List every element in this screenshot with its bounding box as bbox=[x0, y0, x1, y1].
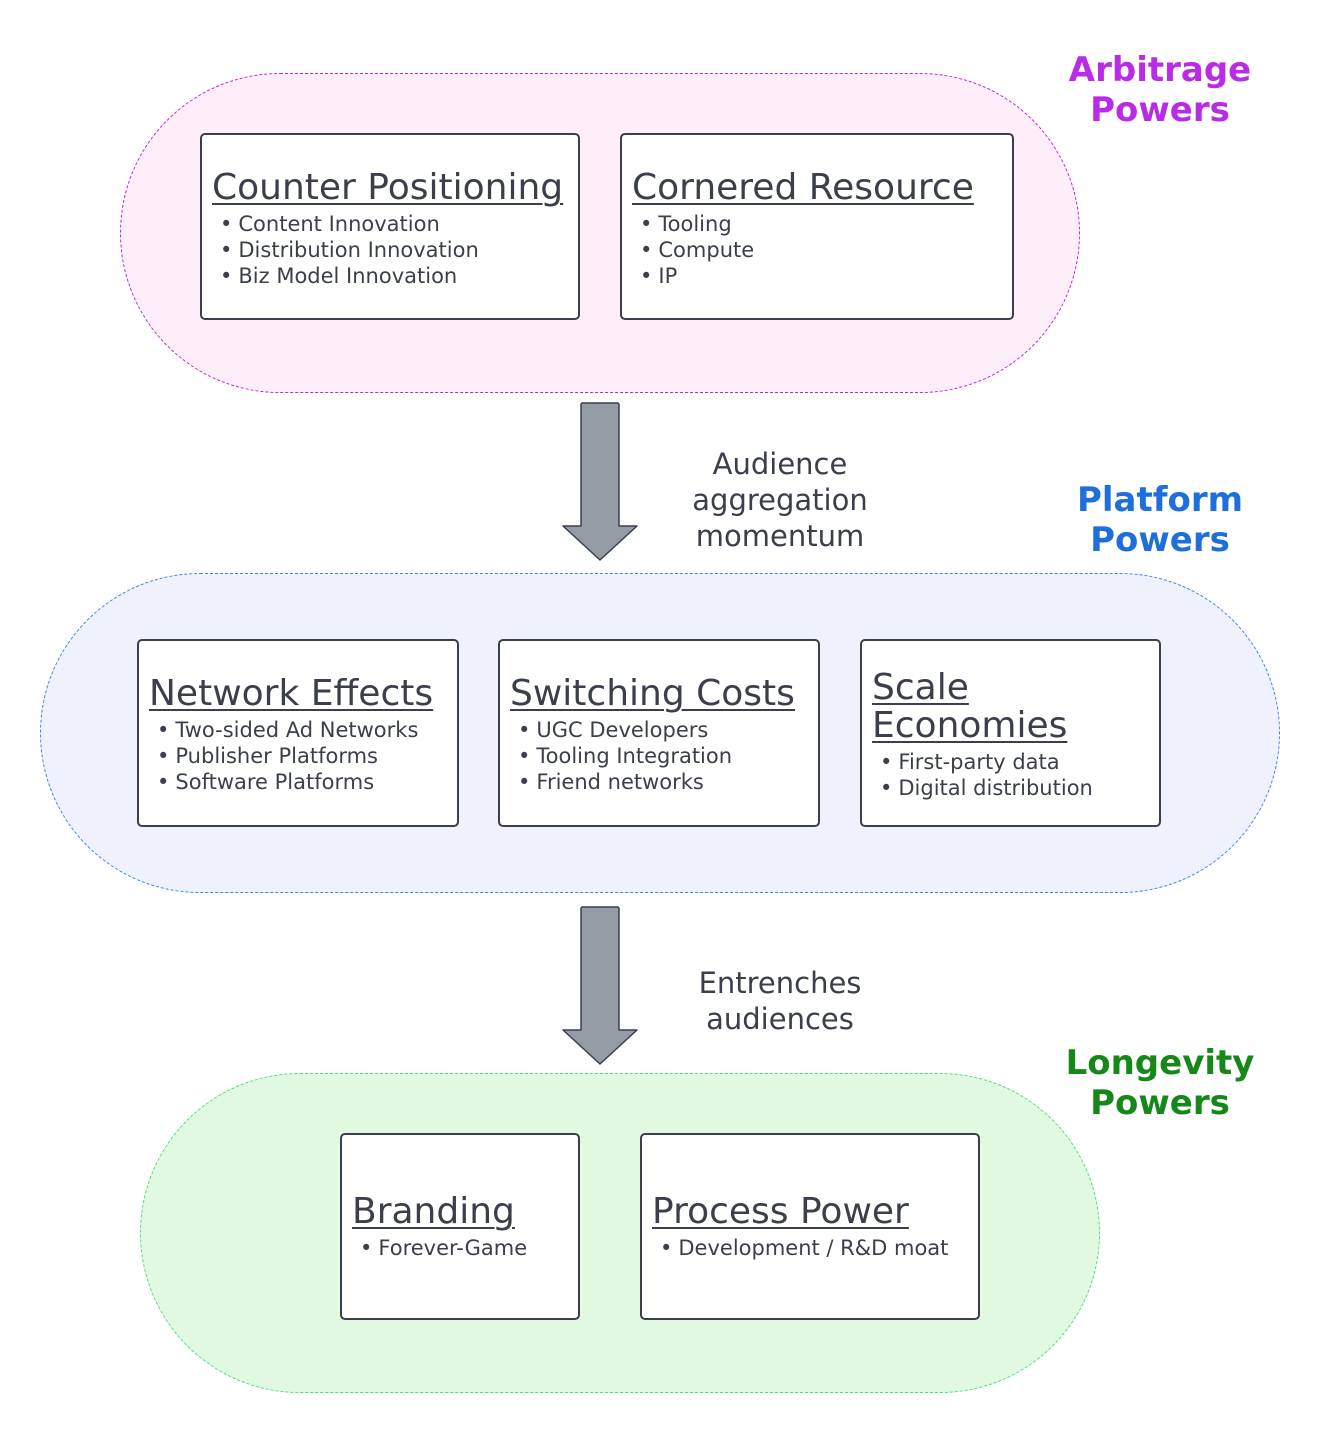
list-item: •UGC Developers bbox=[518, 718, 709, 742]
list-item: •Friend networks bbox=[518, 770, 704, 794]
arbitrage-powers-label: Arbitrage Powers bbox=[1030, 50, 1290, 130]
list-item: •Forever-Game bbox=[360, 1236, 528, 1260]
edge-label-audience-aggregation: Audience aggregation momentum bbox=[692, 447, 868, 553]
list-item: •First-party data bbox=[880, 750, 1060, 774]
card-counter-positioning[interactable]: Counter Positioning •Content Innovation … bbox=[200, 133, 580, 320]
list-item: •Compute bbox=[640, 238, 755, 262]
down-arrow-icon bbox=[562, 906, 638, 1065]
card-title: Cornered Resource bbox=[632, 167, 974, 208]
card-title: Network Effects bbox=[149, 673, 434, 714]
list-item: •Software Platforms bbox=[157, 770, 375, 794]
list-item: •Two-sided Ad Networks bbox=[157, 718, 419, 742]
list-item: •IP bbox=[640, 264, 678, 288]
longevity-label-line1: Longevity bbox=[1065, 1043, 1255, 1083]
edge-label-entrenches-audiences: Entrenches audiences bbox=[698, 966, 862, 1036]
list-item: •Development / R&D moat bbox=[660, 1236, 949, 1260]
card-switching-costs[interactable]: Switching Costs •UGC Developers •Tooling… bbox=[498, 639, 820, 827]
card-title: Switching Costs bbox=[510, 673, 795, 714]
longevity-label-line2: Powers bbox=[1090, 1083, 1230, 1123]
list-item: •Distribution Innovation bbox=[220, 238, 479, 262]
down-arrow-icon bbox=[562, 402, 638, 561]
list-item: •Digital distribution bbox=[880, 776, 1093, 800]
list-item: •Publisher Platforms bbox=[157, 744, 378, 768]
list-item: •Content Innovation bbox=[220, 212, 440, 236]
card-branding[interactable]: Branding •Forever-Game bbox=[340, 1133, 580, 1320]
card-title: Process Power bbox=[652, 1191, 909, 1232]
arbitrage-label-line2: Powers bbox=[1090, 90, 1230, 130]
list-item: •Tooling bbox=[640, 212, 732, 236]
card-cornered-resource[interactable]: Cornered Resource •Tooling •Compute •IP bbox=[620, 133, 1014, 320]
longevity-powers-label: Longevity Powers bbox=[1030, 1043, 1290, 1123]
card-title: Counter Positioning bbox=[212, 167, 564, 208]
card-title-line1: Scale bbox=[872, 667, 969, 708]
card-network-effects[interactable]: Network Effects •Two-sided Ad Networks •… bbox=[137, 639, 459, 827]
platform-powers-label: Platform Powers bbox=[1030, 480, 1290, 560]
list-item: •Biz Model Innovation bbox=[220, 264, 458, 288]
arbitrage-label-line1: Arbitrage bbox=[1068, 50, 1252, 90]
platform-label-line2: Powers bbox=[1090, 520, 1230, 560]
card-title-line2: Economies bbox=[872, 705, 1068, 746]
list-item: •Tooling Integration bbox=[518, 744, 733, 768]
card-scale-economies[interactable]: Scale Economies •First-party data •Digit… bbox=[860, 639, 1161, 827]
card-process-power[interactable]: Process Power •Development / R&D moat bbox=[640, 1133, 980, 1320]
card-title: Branding bbox=[352, 1191, 515, 1232]
platform-label-line1: Platform bbox=[1076, 480, 1244, 520]
